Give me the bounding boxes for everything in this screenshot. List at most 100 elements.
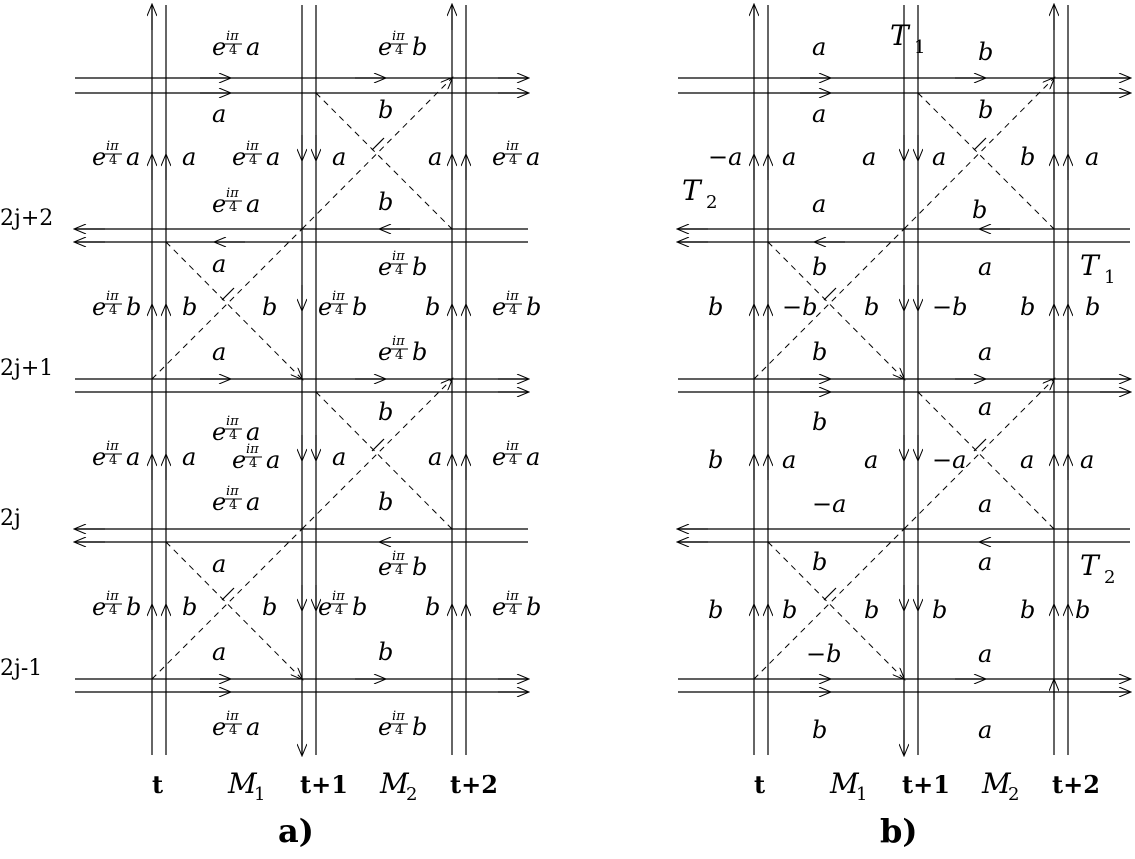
phase-den: 4 xyxy=(229,428,237,443)
symbol-label-b: b xyxy=(812,716,827,744)
dashed-diagonals-a xyxy=(151,78,452,679)
symbol-label-b: b xyxy=(812,253,827,281)
symbol-label-b: a xyxy=(978,338,992,366)
phase-base: e xyxy=(378,713,392,741)
T2-label-upper: T xyxy=(682,174,703,207)
symbol-label: a xyxy=(212,250,226,278)
phase-base: e xyxy=(232,446,246,474)
phase-base: e xyxy=(212,33,226,61)
phase-exp: iπ xyxy=(392,249,405,264)
symbol-label-b: a xyxy=(864,446,878,474)
symbol-label-b: a xyxy=(812,190,826,218)
symbol-label: a xyxy=(182,443,196,471)
row-label-2j: 2j xyxy=(0,506,21,531)
symbol-label: b xyxy=(182,593,197,621)
col-label-t: t xyxy=(152,770,163,799)
phase-den: 4 xyxy=(109,153,117,168)
T1-sub-right: 1 xyxy=(1104,267,1115,288)
phase-base: e xyxy=(212,190,226,218)
symbol-label-b: a xyxy=(978,640,992,668)
T1-label-top: T xyxy=(890,19,911,52)
phase-exp: iπ xyxy=(226,709,239,724)
symbol-label-b: −a xyxy=(932,446,966,474)
phase-symbol-a: a xyxy=(526,143,540,171)
symbol-label-b: −a xyxy=(812,490,846,518)
symbol-label-b: a xyxy=(1020,446,1034,474)
phase-den: 4 xyxy=(335,303,343,318)
phase-exp: iπ xyxy=(392,334,405,349)
symbol-label-b: a xyxy=(978,716,992,744)
horizontal-arrows-a xyxy=(75,78,528,692)
phase-base: e xyxy=(492,443,506,471)
phase-base: e xyxy=(212,488,226,516)
phase-exp: iπ xyxy=(332,289,345,304)
symbol-label-b: b xyxy=(932,596,947,624)
phase-symbol-b: b xyxy=(352,593,367,621)
symbol-label: b xyxy=(425,593,440,621)
phase-base: e xyxy=(212,713,226,741)
symbol-label: b xyxy=(182,293,197,321)
symbol-label: b xyxy=(262,593,277,621)
T1-sub-top: 1 xyxy=(914,37,925,58)
col-label-t+1: t+1 xyxy=(300,770,348,799)
phase-den: 4 xyxy=(229,200,237,215)
symbol-label-b: b xyxy=(864,596,879,624)
symbol-label-b: b xyxy=(708,293,723,321)
panel-a: 2j+2 2j+1 2j 2j-1 xyxy=(0,5,541,850)
symbol-label: b xyxy=(378,188,393,216)
phase-exp: iπ xyxy=(332,589,345,604)
phase-symbol-b: b xyxy=(412,338,427,366)
row-label-2j+2: 2j+2 xyxy=(0,206,53,231)
phase-symbol-a: a xyxy=(246,418,260,446)
symbol-label: b xyxy=(378,638,393,666)
symbol-label: a xyxy=(212,100,226,128)
phase-den: 4 xyxy=(395,563,403,578)
vertical-arrows-a xyxy=(152,5,466,755)
phase-symbol-a: a xyxy=(266,446,280,474)
vertical-lines-b xyxy=(753,5,1069,755)
row-label-2j+1: 2j+1 xyxy=(0,356,53,381)
phase-symbol-a: a xyxy=(126,143,140,171)
symbol-label-b: a xyxy=(978,548,992,576)
symbol-label-b: b xyxy=(978,96,993,124)
symbol-label-b: a xyxy=(978,490,992,518)
phase-exp: iπ xyxy=(226,29,239,44)
symbol-label: b xyxy=(425,293,440,321)
phase-symbol-a: a xyxy=(246,488,260,516)
symbol-label: b xyxy=(262,293,277,321)
phase-den: 4 xyxy=(509,453,517,468)
phase-base: e xyxy=(378,253,392,281)
symbol-label-b: a xyxy=(978,253,992,281)
symbol-label: a xyxy=(428,443,442,471)
phase-base: e xyxy=(378,33,392,61)
phase-base: e xyxy=(92,293,106,321)
phase-den: 4 xyxy=(249,153,257,168)
symbol-label-b: b xyxy=(864,293,879,321)
col-label-sub2: 2 xyxy=(406,784,417,805)
phase-exp: iπ xyxy=(392,709,405,724)
col-label-M2-b: M xyxy=(981,767,1012,800)
phase-base: e xyxy=(378,338,392,366)
phase-base: e xyxy=(232,143,246,171)
phase-symbol-b: b xyxy=(352,293,367,321)
phase-base: e xyxy=(212,418,226,446)
phase-den: 4 xyxy=(395,263,403,278)
symbol-label-b: a xyxy=(1080,446,1094,474)
symbol-label-b: a xyxy=(1085,143,1099,171)
col-label-sub1-b: 1 xyxy=(856,784,867,805)
vertical-lines-a xyxy=(151,5,467,755)
phase-base: e xyxy=(92,143,106,171)
T1-label-right: T xyxy=(1080,249,1101,282)
